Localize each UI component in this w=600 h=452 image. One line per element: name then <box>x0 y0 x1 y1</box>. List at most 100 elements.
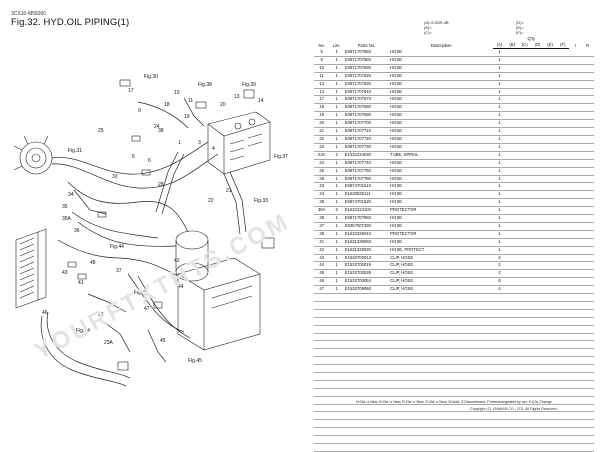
cell-empty <box>556 356 570 366</box>
cell-empty <box>531 64 544 73</box>
callout-47: 47 <box>144 306 150 312</box>
cell-empty <box>518 135 532 144</box>
cell-empty <box>505 396 519 405</box>
cell-empty <box>518 261 532 271</box>
cell-empty <box>531 143 544 152</box>
col-header-description: Description <box>430 42 452 48</box>
cell-empty <box>581 238 594 247</box>
cell-empty <box>569 372 582 381</box>
cell-empty <box>505 254 519 263</box>
cell-empty <box>556 238 570 247</box>
cell-empty <box>518 56 532 65</box>
cell-empty <box>581 364 594 373</box>
cell-empty <box>518 269 532 279</box>
cell-empty <box>569 135 582 144</box>
cell-pn: E1533700019 <box>343 261 390 271</box>
callout-4: 4 <box>212 146 215 152</box>
cell-empty <box>569 427 582 437</box>
cell-empty <box>569 348 582 358</box>
table-row-blank <box>314 380 594 389</box>
callout-33: 33 <box>112 174 118 180</box>
cell-pn: E1531339020 <box>343 246 390 255</box>
cell-no: 21 <box>314 127 330 136</box>
cell-empty <box>531 72 544 81</box>
cell-qa: 1 <box>493 206 506 216</box>
cell-empty <box>505 72 519 81</box>
col-header-qty-e: (E) <box>543 42 557 49</box>
cell-no: 34 <box>314 190 330 200</box>
cell-empty <box>581 230 594 239</box>
cell-desc: CLIP, HOSE <box>389 269 494 279</box>
cell-empty <box>343 411 390 421</box>
cell-lim: 1 <box>329 277 344 287</box>
cell-empty <box>531 48 544 57</box>
cell-empty <box>569 56 582 65</box>
parts-table: No. Lim. Parts No. Description Q'ty I R … <box>314 36 594 452</box>
cell-lim: 1 <box>329 175 344 184</box>
cell-qa: 1 <box>493 198 506 208</box>
cell-empty <box>543 372 557 381</box>
cell-lim: 1 <box>329 64 344 73</box>
cell-no: 22 <box>314 135 330 144</box>
cell-empty <box>518 175 532 184</box>
cell-empty <box>389 396 494 405</box>
cell-empty <box>518 230 532 239</box>
cell-empty <box>531 285 544 295</box>
cell-desc: HOSE <box>389 198 494 208</box>
cell-empty <box>505 380 519 389</box>
cell-no: 11 <box>314 72 330 81</box>
table-row-blank <box>314 372 594 381</box>
cell-no: 10 <box>314 64 330 73</box>
cell-empty <box>543 222 557 231</box>
cell-qa: 1 <box>493 246 506 255</box>
cell-pn: E0871707550 <box>343 48 390 57</box>
cell-empty <box>531 269 544 279</box>
cell-empty <box>569 230 582 239</box>
cell-empty <box>556 333 570 342</box>
cell-empty <box>531 333 544 342</box>
callout-24: 24 <box>154 124 160 130</box>
cell-empty <box>581 246 594 255</box>
cell-empty <box>556 325 570 334</box>
cell-empty <box>543 56 557 65</box>
cell-empty <box>581 301 594 310</box>
cell-empty <box>505 80 519 89</box>
cell-empty <box>518 222 532 231</box>
cell-empty <box>329 411 344 421</box>
cell-empty <box>531 388 544 397</box>
cell-pn: E0871707750 <box>343 167 390 176</box>
cell-empty <box>581 285 594 295</box>
table-row-blank <box>314 301 594 310</box>
cell-empty <box>531 340 544 350</box>
cell-no: 47 <box>314 285 330 295</box>
cell-empty <box>543 167 557 176</box>
cell-lim: 1 <box>329 56 344 65</box>
cell-qa: 4 <box>493 285 506 295</box>
cell-empty <box>556 119 570 129</box>
callout-fig38: Fig.38 <box>198 82 212 88</box>
cell-desc: HOSE <box>389 88 494 97</box>
cell-desc: HOSE <box>389 167 494 176</box>
cell-empty <box>329 427 344 437</box>
cell-empty <box>543 111 557 121</box>
cell-empty <box>505 325 519 334</box>
cell-empty <box>543 48 557 57</box>
cell-empty <box>556 301 570 310</box>
cell-empty <box>569 301 582 310</box>
cell-empty <box>569 111 582 121</box>
cell-empty <box>314 443 330 452</box>
cell-empty <box>531 254 544 263</box>
cell-lim: 1 <box>329 246 344 255</box>
cell-empty <box>505 127 519 136</box>
cell-empty <box>531 119 544 129</box>
callout-25: 25 <box>98 128 104 134</box>
cell-desc: HOSE <box>389 103 494 113</box>
cell-empty <box>556 159 570 168</box>
cell-empty <box>543 269 557 279</box>
cell-no: 5 <box>314 48 330 57</box>
cell-no: 45 <box>314 269 330 279</box>
col-header-qty-f: (F) <box>556 42 570 49</box>
